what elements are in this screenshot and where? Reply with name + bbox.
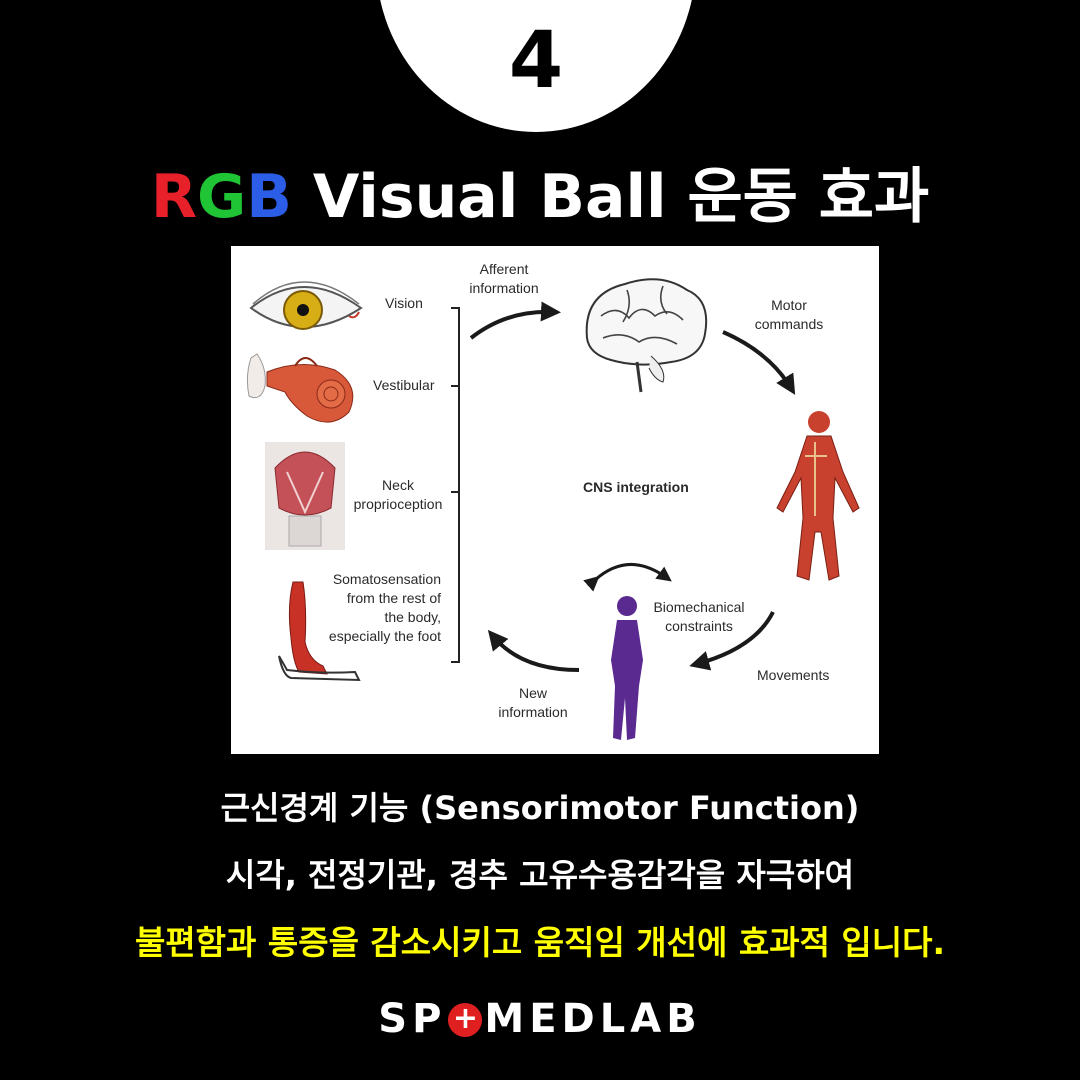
- brain-icon: [585, 278, 708, 393]
- soma-line-3: the body,: [384, 609, 441, 625]
- title-r: R: [150, 162, 198, 232]
- caption-line-1: 근신경계 기능 (Sensorimotor Function): [220, 789, 860, 827]
- afferent-line-1: Afferent: [479, 261, 529, 277]
- cns-label: CNS integration: [583, 479, 689, 495]
- logo-cross-icon: +: [448, 1003, 483, 1037]
- afferent-line-2: information: [469, 280, 539, 296]
- neck-line-2: proprioception: [353, 496, 443, 512]
- new-info-label: New information: [493, 684, 573, 722]
- logo-part-1: SP: [378, 996, 447, 1042]
- biomech-label: Biomechanical constraints: [649, 598, 749, 636]
- soma-line-1: Somatosensation: [332, 571, 441, 587]
- neck-label: Neck proprioception: [349, 476, 447, 514]
- leg-icon: [278, 581, 361, 682]
- vision-label: Vision: [385, 295, 423, 311]
- page-title: RGB Visual Ball 운동 효과: [0, 148, 1080, 235]
- spomedlab-logo: SP+MEDLAB: [0, 996, 1080, 1042]
- new-info-line-1: New: [518, 685, 547, 701]
- neck-line-1: Neck: [382, 477, 414, 493]
- new-info-arrow: [487, 629, 580, 672]
- title-rest: Visual Ball 운동 효과: [292, 162, 930, 232]
- muscle-figure-icon: [776, 411, 860, 581]
- movements-label: Movements: [757, 667, 830, 683]
- vestibular-label: Vestibular: [373, 377, 435, 393]
- afferent-label: Afferent information: [469, 260, 539, 298]
- number-badge: 4: [376, 0, 696, 132]
- new-info-line-2: information: [498, 704, 568, 720]
- logo-part-2: MEDLAB: [484, 996, 702, 1042]
- ear-icon: [246, 353, 354, 423]
- soma-line-4: especially the foot: [328, 628, 441, 644]
- title-g: G: [197, 162, 247, 232]
- biomech-line-1: Biomechanical: [653, 599, 745, 615]
- human-silhouette-icon: [611, 596, 643, 740]
- afferent-arrow: [469, 301, 561, 340]
- biomech-line-2: constraints: [665, 618, 733, 634]
- sensorimotor-diagram: Afferent information Vision Vestibular N…: [231, 246, 879, 754]
- movement-arrow: [689, 611, 775, 671]
- caption-line-2: 시각, 전정기관, 경추 고유수용감각을 자극하여: [225, 856, 855, 894]
- badge-number: 4: [508, 16, 564, 106]
- motor-line-1: Motor: [771, 297, 807, 313]
- biomech-arrow: [583, 563, 672, 592]
- diagram-graphics: [246, 278, 860, 740]
- motor-line-2: commands: [754, 316, 824, 332]
- soma-label: Somatosensation from the rest of the bod…: [321, 570, 441, 646]
- title-b: B: [246, 162, 293, 232]
- caption-line-3: 불편함과 통증을 감소시키고 움직임 개선에 효과적 입니다.: [134, 923, 946, 962]
- motor-label: Motor commands: [751, 296, 827, 334]
- neck-muscles-icon: [265, 442, 345, 550]
- motor-arrow: [722, 330, 796, 395]
- soma-line-2: from the rest of: [346, 590, 441, 606]
- eye-icon: [249, 281, 363, 330]
